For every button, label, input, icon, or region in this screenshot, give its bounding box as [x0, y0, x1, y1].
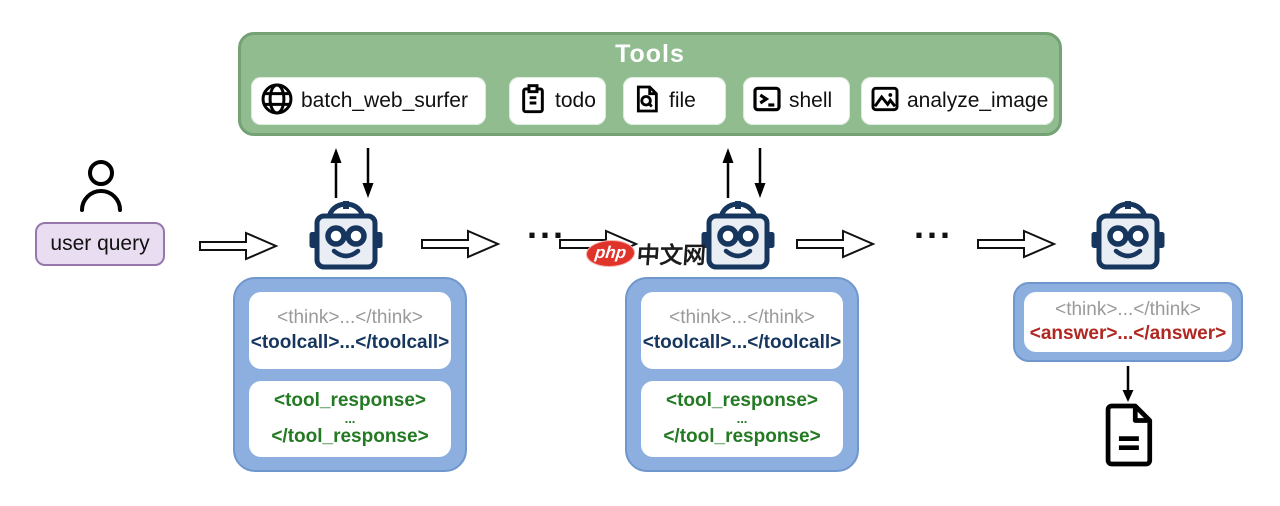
output-document-icon [1099, 402, 1157, 473]
tool-chip-analyze-image: analyze_image [861, 77, 1054, 125]
clipboard-icon [517, 83, 549, 120]
arrow-up-icon [328, 146, 344, 205]
tool-response-close-text: </tool_response> [271, 425, 429, 447]
tool-label: batch_web_surfer [301, 89, 468, 112]
tools-panel-title: Tools [615, 40, 685, 68]
watermark-cn-text: 中文网 [636, 242, 707, 268]
tool-response-open-text: <tool_response> [665, 389, 819, 411]
flow-arrow-icon [198, 229, 280, 268]
toolcall-tag-text: <toolcall>...</toolcall> [642, 331, 842, 353]
agent-robot-icon [308, 197, 384, 271]
arrow-up-icon [720, 146, 736, 205]
tool-response-card: <tool_response> ... </tool_response> [641, 380, 843, 457]
file-search-icon [631, 83, 663, 120]
image-icon [869, 83, 901, 120]
agent-robot-icon [700, 197, 776, 271]
tool-response-close-text: </tool_response> [663, 425, 821, 447]
globe-icon [259, 81, 295, 122]
flow-arrow-icon [976, 227, 1058, 266]
terminal-icon [751, 83, 783, 120]
flow-arrow-icon [558, 227, 640, 266]
flow-arrow-icon [795, 227, 877, 266]
user-query-box: user query [35, 222, 165, 266]
assistant-message-card: <think>...</think> <toolcall>...</toolca… [641, 292, 843, 369]
arrow-down-icon [752, 146, 768, 205]
tool-chip-shell: shell [743, 77, 850, 125]
final-answer-card: <think>...</think> <answer>...</answer> [1024, 292, 1232, 352]
toolcall-tag-text: <toolcall>...</toolcall> [250, 331, 450, 353]
arrow-down-icon [1120, 366, 1136, 409]
think-tag-text: <think>...</think> [277, 306, 423, 328]
tools-panel: Tools batch_web_surfer todo [238, 32, 1062, 136]
tool-label: analyze_image [907, 89, 1049, 112]
ellipsis-dots: ... [914, 205, 954, 246]
tool-response-open-text: <tool_response> [273, 389, 427, 411]
user-icon [76, 158, 126, 219]
answer-tag-text: <answer>...</answer> [1029, 323, 1227, 344]
ellipsis-dots: ... [527, 205, 567, 246]
tool-response-dots-text: ... [344, 410, 356, 426]
agent-turn-box: <think>...</think> <toolcall>...</toolca… [625, 277, 859, 472]
tool-chip-todo: todo [509, 77, 606, 125]
assistant-message-card: <think>...</think> <toolcall>...</toolca… [249, 292, 451, 369]
tool-chip-batch-web-surfer: batch_web_surfer [251, 77, 486, 125]
think-tag-text: <think>...</think> [1055, 299, 1201, 320]
agent-robot-icon [1090, 197, 1166, 271]
arrow-down-icon [360, 146, 376, 205]
tool-response-card: <tool_response> ... </tool_response> [249, 380, 451, 457]
agent-turn-box: <think>...</think> <toolcall>...</toolca… [233, 277, 467, 472]
tool-label: shell [789, 89, 833, 112]
tool-response-dots-text: ... [736, 410, 748, 426]
flow-arrow-icon [420, 227, 502, 266]
tool-label: file [669, 89, 696, 112]
think-tag-text: <think>...</think> [669, 306, 815, 328]
final-answer-box: <think>...</think> <answer>...</answer> [1013, 282, 1243, 362]
tool-label: todo [555, 89, 596, 112]
tool-chip-file: file [623, 77, 726, 125]
